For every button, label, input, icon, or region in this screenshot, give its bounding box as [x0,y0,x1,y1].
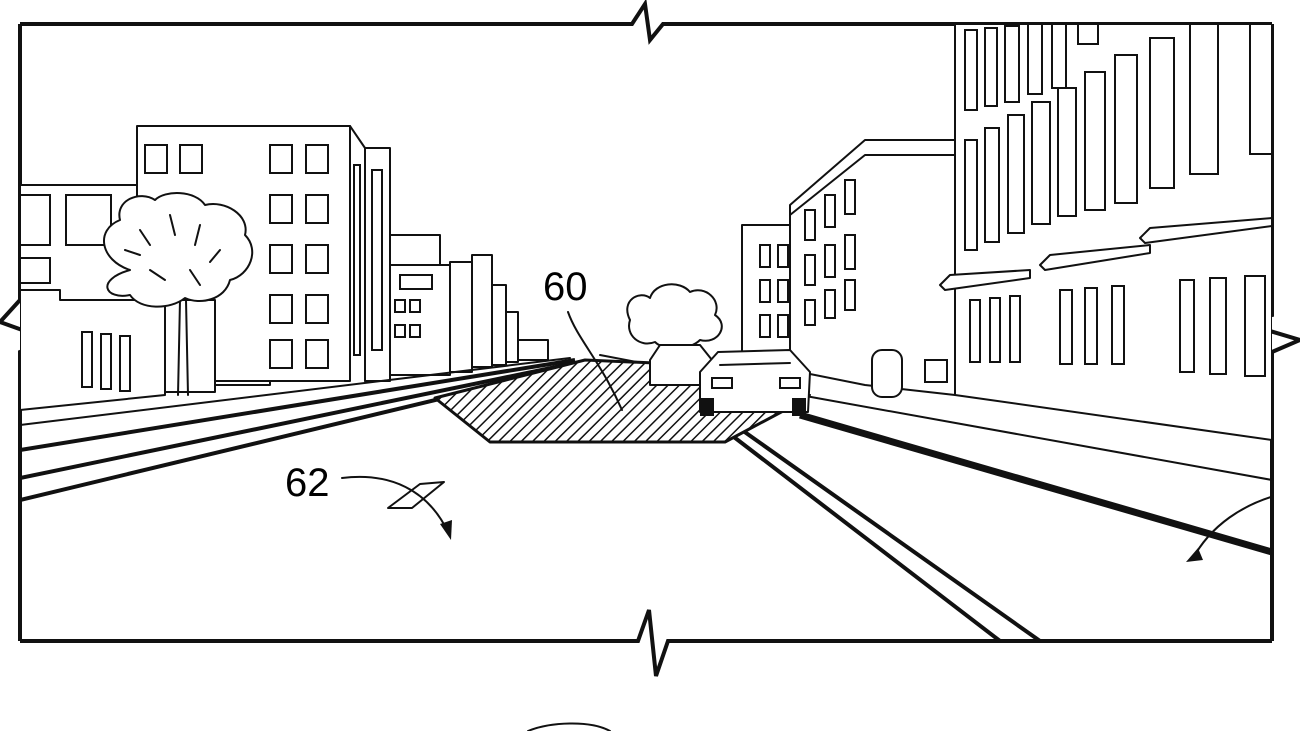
right-buildings [742,24,1272,440]
right-curved-arrow [1186,490,1300,562]
label-60: 60 [543,265,588,309]
left-buildings [20,126,548,410]
label-62: 62 [285,461,330,505]
indicator-62-marker [342,477,452,540]
figure-fragment [528,723,610,731]
